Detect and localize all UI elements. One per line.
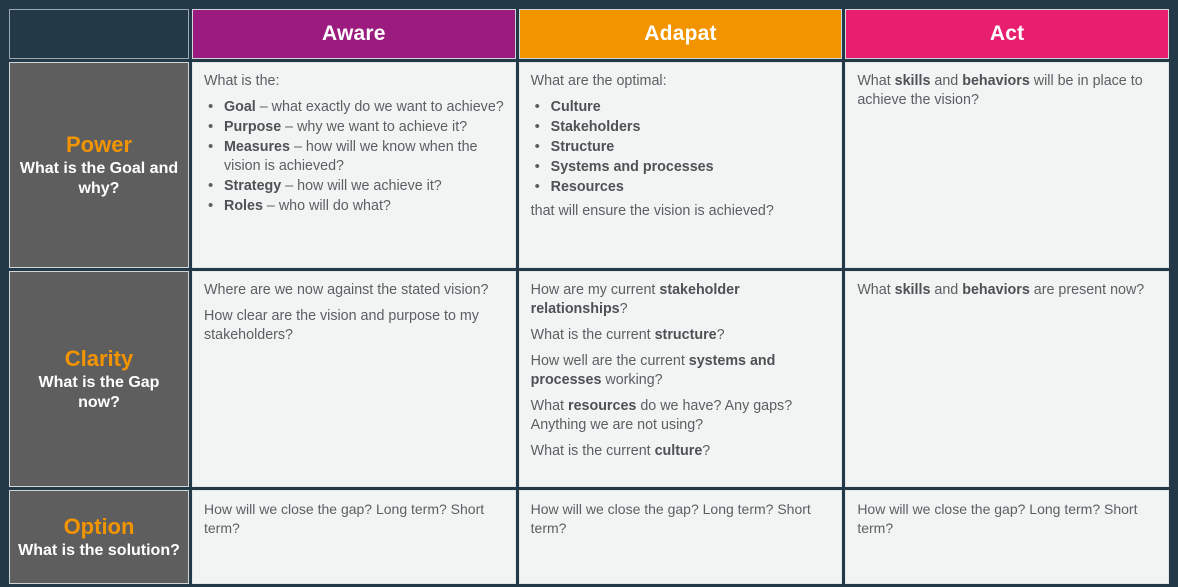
emphasis-text: Stakeholders: [550, 119, 641, 135]
cell-option-adapat[interactable]: How will we close the gap? Long term? Sh…: [518, 490, 843, 584]
header-corner-cell: [9, 9, 189, 59]
table-row-power: Power What is the Goal and why? What is …: [9, 62, 1169, 268]
cell-bullet-item: Purpose – why we want to achieve it?: [204, 117, 505, 137]
emphasis-text: resources: [568, 398, 637, 414]
row-label-clarity[interactable]: Clarity What is the Gap now?: [9, 271, 189, 487]
cell-paragraph: What is the current structure?: [530, 327, 725, 343]
cell-power-act[interactable]: What skills and behaviors will be in pla…: [845, 62, 1169, 268]
cell-intro-text: What are the optimal:: [530, 73, 667, 89]
cell-bullet-item: Measures – how will we know when the vis…: [204, 137, 505, 176]
cell-paragraph: What skills and behaviors are present no…: [857, 282, 1145, 298]
emphasis-text: Structure: [550, 139, 615, 155]
emphasis-text: structure: [654, 327, 717, 343]
row-label-clarity-title: Clarity: [64, 346, 134, 372]
row-label-clarity-subtitle: What is the Gap now?: [38, 374, 160, 411]
column-header-act[interactable]: Act: [845, 9, 1169, 59]
cell-bullet-item: Resources: [531, 177, 832, 197]
column-header-aware[interactable]: Aware: [192, 9, 516, 59]
row-label-power[interactable]: Power What is the Goal and why?: [9, 62, 189, 268]
row-label-option-subtitle: What is the solution?: [18, 542, 180, 560]
emphasis-text: Strategy: [224, 178, 282, 194]
emphasis-text: Resources: [550, 179, 624, 195]
cell-paragraph: How will we close the gap? Long term? Sh…: [857, 501, 1138, 536]
table-row-option: Option What is the solution? How will we…: [9, 490, 1169, 584]
cell-power-aware[interactable]: What is the: Goal – what exactly do we wa…: [192, 62, 516, 268]
cell-paragraph: What resources do we have? Any gaps? Any…: [530, 398, 793, 433]
row-label-power-subtitle: What is the Goal and why?: [19, 160, 179, 197]
emphasis-text: Purpose: [224, 119, 282, 135]
table-header-row: Aware Adapat Act: [9, 9, 1169, 59]
cell-bullet-list: CultureStakeholdersStructureSystems and …: [531, 97, 832, 197]
table-row-clarity: Clarity What is the Gap now? Where are w…: [9, 271, 1169, 487]
emphasis-text: Systems and processes: [550, 159, 714, 175]
emphasis-text: behaviors: [962, 282, 1030, 298]
cell-option-act[interactable]: How will we close the gap? Long term? Sh…: [845, 490, 1169, 584]
cell-paragraph: How well are the current systems and pro…: [530, 353, 776, 388]
cell-clarity-act[interactable]: What skills and behaviors are present no…: [845, 271, 1169, 487]
cell-bullet-list: Goal – what exactly do we want to achiev…: [204, 97, 505, 216]
emphasis-text: Roles: [224, 198, 263, 214]
pca-matrix-table: Aware Adapat Act Power What is the Goal …: [6, 6, 1172, 587]
cell-intro-text: What is the:: [204, 73, 280, 89]
cell-paragraph: How will we close the gap? Long term? Sh…: [204, 501, 485, 536]
row-label-option-title: Option: [63, 513, 135, 539]
row-label-power-title: Power: [65, 132, 133, 158]
emphasis-text: culture: [654, 443, 703, 459]
cell-bullet-item: Stakeholders: [531, 117, 832, 137]
cell-power-adapat[interactable]: What are the optimal: CultureStakeholders…: [518, 62, 843, 268]
emphasis-text: Goal: [224, 99, 256, 115]
cell-bullet-item: Culture: [531, 97, 832, 117]
row-label-option[interactable]: Option What is the solution?: [9, 490, 189, 584]
cell-bullet-item: Structure: [531, 137, 832, 157]
cell-clarity-adapat[interactable]: How are my current stakeholder relations…: [518, 271, 843, 487]
cell-bullet-item: Goal – what exactly do we want to achiev…: [204, 97, 505, 117]
cell-clarity-aware[interactable]: Where are we now against the stated visi…: [192, 271, 516, 487]
emphasis-text: skills: [894, 282, 931, 298]
emphasis-text: Culture: [550, 99, 601, 115]
cell-paragraph: How will we close the gap? Long term? Sh…: [530, 501, 811, 536]
emphasis-text: systems and processes: [530, 353, 776, 388]
cell-bullet-item: Strategy – how will we achieve it?: [204, 176, 505, 196]
cell-paragraph: What is the current culture?: [530, 443, 711, 459]
emphasis-text: skills: [894, 73, 931, 89]
column-header-adapat[interactable]: Adapat: [518, 9, 843, 59]
emphasis-text: stakeholder relationships: [530, 282, 740, 317]
cell-outro-text: that will ensure the vision is achieved?: [530, 203, 774, 219]
cell-bullet-item: Roles – who will do what?: [204, 196, 505, 216]
cell-paragraph: What skills and behaviors will be in pla…: [857, 73, 1143, 108]
cell-paragraph: How clear are the vision and purpose to …: [204, 308, 479, 343]
cell-bullet-item: Systems and processes: [531, 157, 832, 177]
emphasis-text: behaviors: [962, 73, 1030, 89]
cell-option-aware[interactable]: How will we close the gap? Long term? Sh…: [192, 490, 516, 584]
cell-paragraph: How are my current stakeholder relations…: [530, 282, 740, 317]
emphasis-text: Measures: [224, 139, 290, 155]
cell-paragraph: Where are we now against the stated visi…: [204, 282, 489, 298]
